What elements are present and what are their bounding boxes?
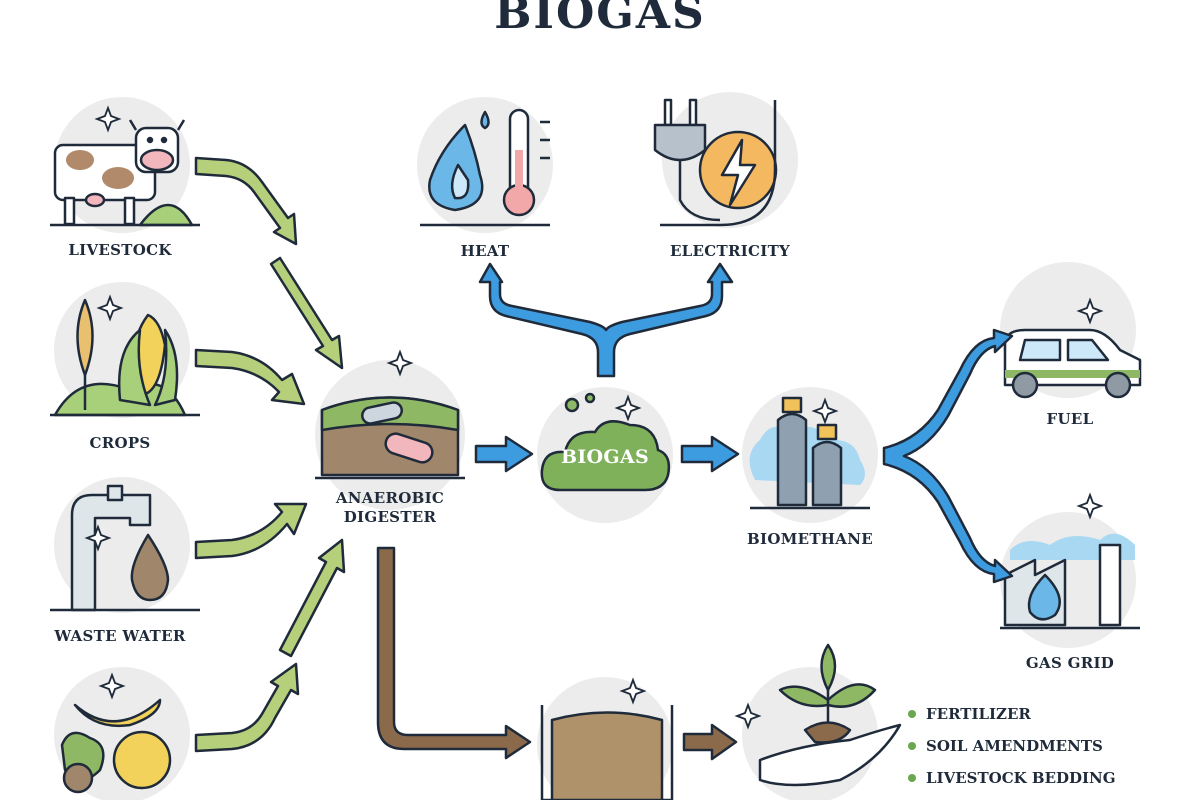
anaerobic-digester-icon [315,396,465,480]
bullet-dot [908,710,916,718]
brown-arrows [376,546,738,761]
biogas-cloud-icon [540,392,671,492]
label-anaerobic-digester: ANAEROBIC DIGESTER [335,489,445,526]
car-icon [1003,328,1142,399]
arrow-biogas-to-heat-electricity [478,262,734,378]
sparkle-icons [84,105,1104,730]
list-item: FERTILIZER [908,698,1116,730]
arrow-crops-to-digester [194,348,306,406]
food-waste-icon [60,698,172,794]
label-waste-water: WASTE WATER [54,627,186,645]
gas-grid-icon [1000,533,1140,630]
bullet-dot [908,742,916,750]
label-gas-grid: GAS GRID [1025,654,1115,672]
label-crops: CROPS [89,434,151,452]
label-biogas: BIOGAS [561,446,649,468]
arrow-digester-to-biogas [474,435,534,473]
arrow-digestate-to-sprout [682,723,738,761]
arrow-livestock-to-digester-2 [269,256,344,370]
heat-icon [420,108,550,227]
arrow-biomethane-to-fuel-gas-grid [882,328,1014,584]
arrow-food-to-digester [194,662,300,753]
page-title: BIOGAS [494,0,706,39]
label-electricity: ELECTRICITY [669,242,791,260]
arrow-livestock-to-digester [194,156,298,246]
list-item-label: FERTILIZER [926,705,1031,723]
list-item-label: LIVESTOCK BEDDING [926,769,1116,787]
list-item-label: SOIL AMENDMENTS [926,737,1103,755]
digestate-uses-list: FERTILIZER SOIL AMENDMENTS LIVESTOCK BED… [908,698,1116,794]
list-item: LIVESTOCK BEDDING [908,762,1116,794]
list-item: SOIL AMENDMENTS [908,730,1116,762]
digestate-container-icon [540,705,674,800]
cow-icon [50,119,200,227]
arrow-wastewater-to-digester [194,502,308,560]
sprout-hand-icon [758,643,902,787]
biomethane-icon [749,396,870,510]
label-biomethane: BIOMETHANE [747,530,873,548]
label-livestock: LIVESTOCK [68,241,172,259]
green-input-arrows [194,156,346,753]
arrow-biogas-to-biomethane [680,435,740,473]
bullet-dot [908,774,916,782]
arrow-food-to-digester-2 [278,538,346,658]
blue-arrows [474,262,1014,584]
label-heat: HEAT [460,242,510,260]
crops-icon [50,298,200,417]
arrow-digester-to-digestate [376,546,532,760]
electricity-icon [653,98,778,227]
waste-water-icon [50,484,200,612]
label-fuel: FUEL [1046,410,1094,428]
